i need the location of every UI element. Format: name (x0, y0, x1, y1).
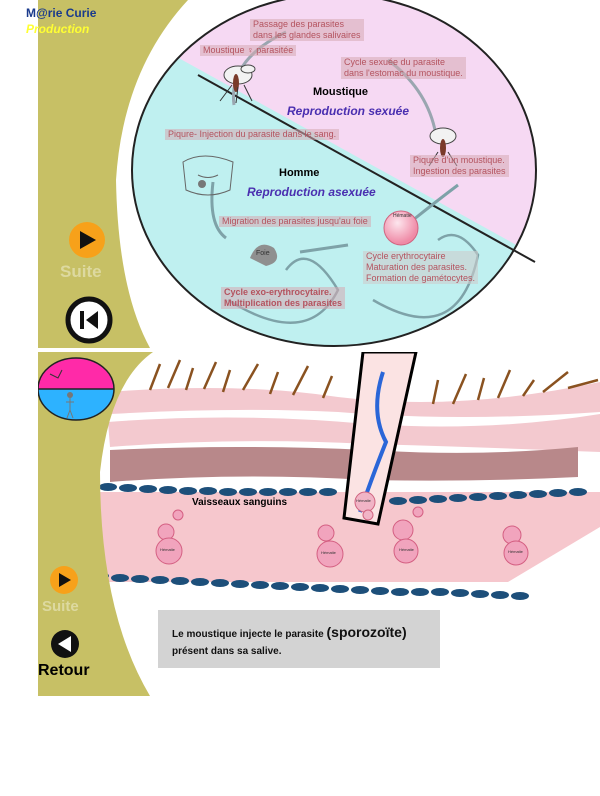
hematie-cells (155, 506, 529, 568)
label-moustique-parasitee: Moustique ♀ parasitée (200, 45, 297, 56)
label-cycle-sexuee: Cycle sexuée du parasite dans l'estomac … (341, 57, 466, 79)
vessel-wall-top (99, 483, 587, 505)
label-piqure-injection: Piqure- Injection du parasite dans le sa… (165, 129, 340, 140)
hematie-label-5: Hématie (356, 498, 371, 503)
label-piqure-moustique: Piqure d'un moustique. Ingestion des par… (410, 155, 509, 177)
restart-button[interactable] (65, 296, 113, 344)
injection-dot-icon (198, 180, 206, 188)
cycle-panel: M@rie Curie Production Moustique Reprodu… (26, 0, 600, 348)
cycle-panel-art (38, 0, 537, 348)
label-cycle-erythro: Cycle erythrocytaire Maturation des para… (363, 251, 479, 284)
caption-term: (sporozoïte) (326, 624, 407, 640)
human-subtitle: Reproduction asexuée (247, 185, 376, 199)
scene-panel: Vaisseaux sanguins Hématie Hématie Hémat… (38, 352, 600, 696)
mosquito-title: Moustique (313, 86, 368, 98)
brand-title: M@rie Curie (26, 6, 97, 20)
hematie-label-3: Hématie (399, 547, 414, 552)
next-label-bottom[interactable]: Suite (42, 598, 79, 615)
label-cycle-exo: Cycle exo-erythrocytaire. Multiplication… (221, 287, 346, 309)
back-button[interactable] (51, 630, 79, 658)
vessels-label: Vaisseaux sanguins (192, 497, 288, 508)
hematie-label-2: Hématie (321, 550, 336, 555)
mosquito-top-icon (219, 64, 256, 104)
scene-art (38, 352, 600, 696)
hematie-label-4: Hématie (508, 549, 523, 554)
next-label-top[interactable]: Suite (60, 262, 102, 281)
label-hematie-cycle: Hématie (393, 213, 412, 219)
label-migration: Migration des parasites jusqu'au foie (219, 216, 371, 227)
caption-line-1: Le moustique injecte le parasite (sporoz… (172, 624, 407, 640)
hematie-cell-icon (383, 210, 419, 246)
label-passage: Passage des parasites dans les glandes s… (250, 19, 364, 41)
mosquito-proboscis (342, 352, 418, 526)
label-foie: Foie (256, 250, 270, 257)
next-button-top[interactable] (69, 222, 105, 258)
brand-subtitle: Production (26, 22, 90, 36)
liver-icon (250, 244, 278, 266)
human-title: Homme (279, 167, 320, 179)
mini-cycle-icon (38, 357, 115, 421)
back-label[interactable]: Retour (38, 662, 90, 679)
skin-hairs (148, 359, 599, 405)
vessel-wall-bottom (91, 572, 529, 600)
human-body-icon (182, 155, 234, 196)
next-button-bottom[interactable] (50, 566, 78, 594)
mosquito-subtitle: Reproduction sexuée (287, 104, 410, 118)
caption-box: Le moustique injecte le parasite (sporoz… (158, 610, 440, 668)
hematie-label-1: Hématie (160, 547, 175, 552)
caption-prefix: Le moustique injecte le parasite (172, 629, 327, 640)
caption-line-2: présent dans sa salive. (172, 646, 282, 657)
